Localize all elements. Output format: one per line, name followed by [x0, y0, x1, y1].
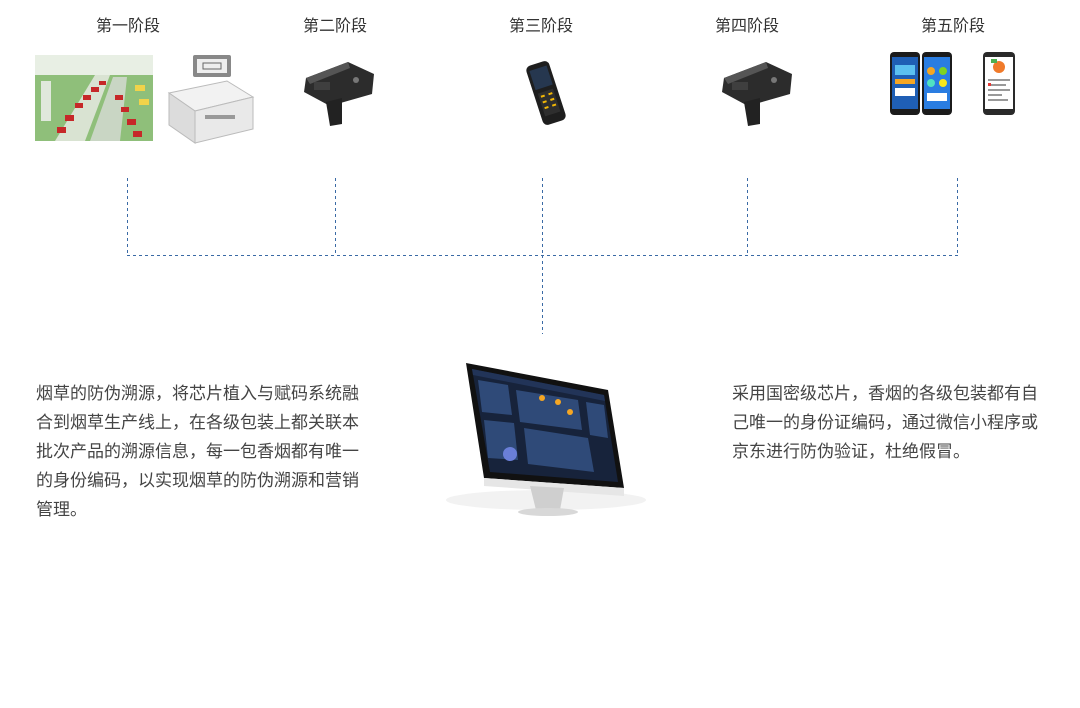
pda-handheld-terminal-icon [526, 61, 566, 125]
stage-4-title: 第四阶段 [714, 16, 779, 35]
right-description: 采用国密级芯片，香烟的各级包装都有自己唯一的身份证编码，通过微信小程序或京东进行… [732, 384, 1038, 462]
smartphone-app-icon [890, 52, 952, 115]
rfid-handheld-reader-icon [304, 62, 374, 126]
stage-1-title: 第一阶段 [95, 16, 160, 35]
stage-3-title: 第三阶段 [508, 16, 573, 35]
stage-2-title: 第二阶段 [302, 16, 367, 35]
stage-5-title: 第五阶段 [920, 16, 985, 35]
desktop-monitor-dashboard-icon [446, 363, 646, 516]
left-description: 烟草的防伪溯源，将芯片植入与赋码系统融合到烟草生产线上，在各级包装上都关联本批次… [36, 384, 359, 520]
smartphone-miniprogram-icon [983, 52, 1015, 115]
rfid-handheld-reader-icon [722, 62, 792, 126]
factory-production-line-photo [35, 55, 153, 141]
rfid-encoder-device-icon [167, 55, 255, 144]
